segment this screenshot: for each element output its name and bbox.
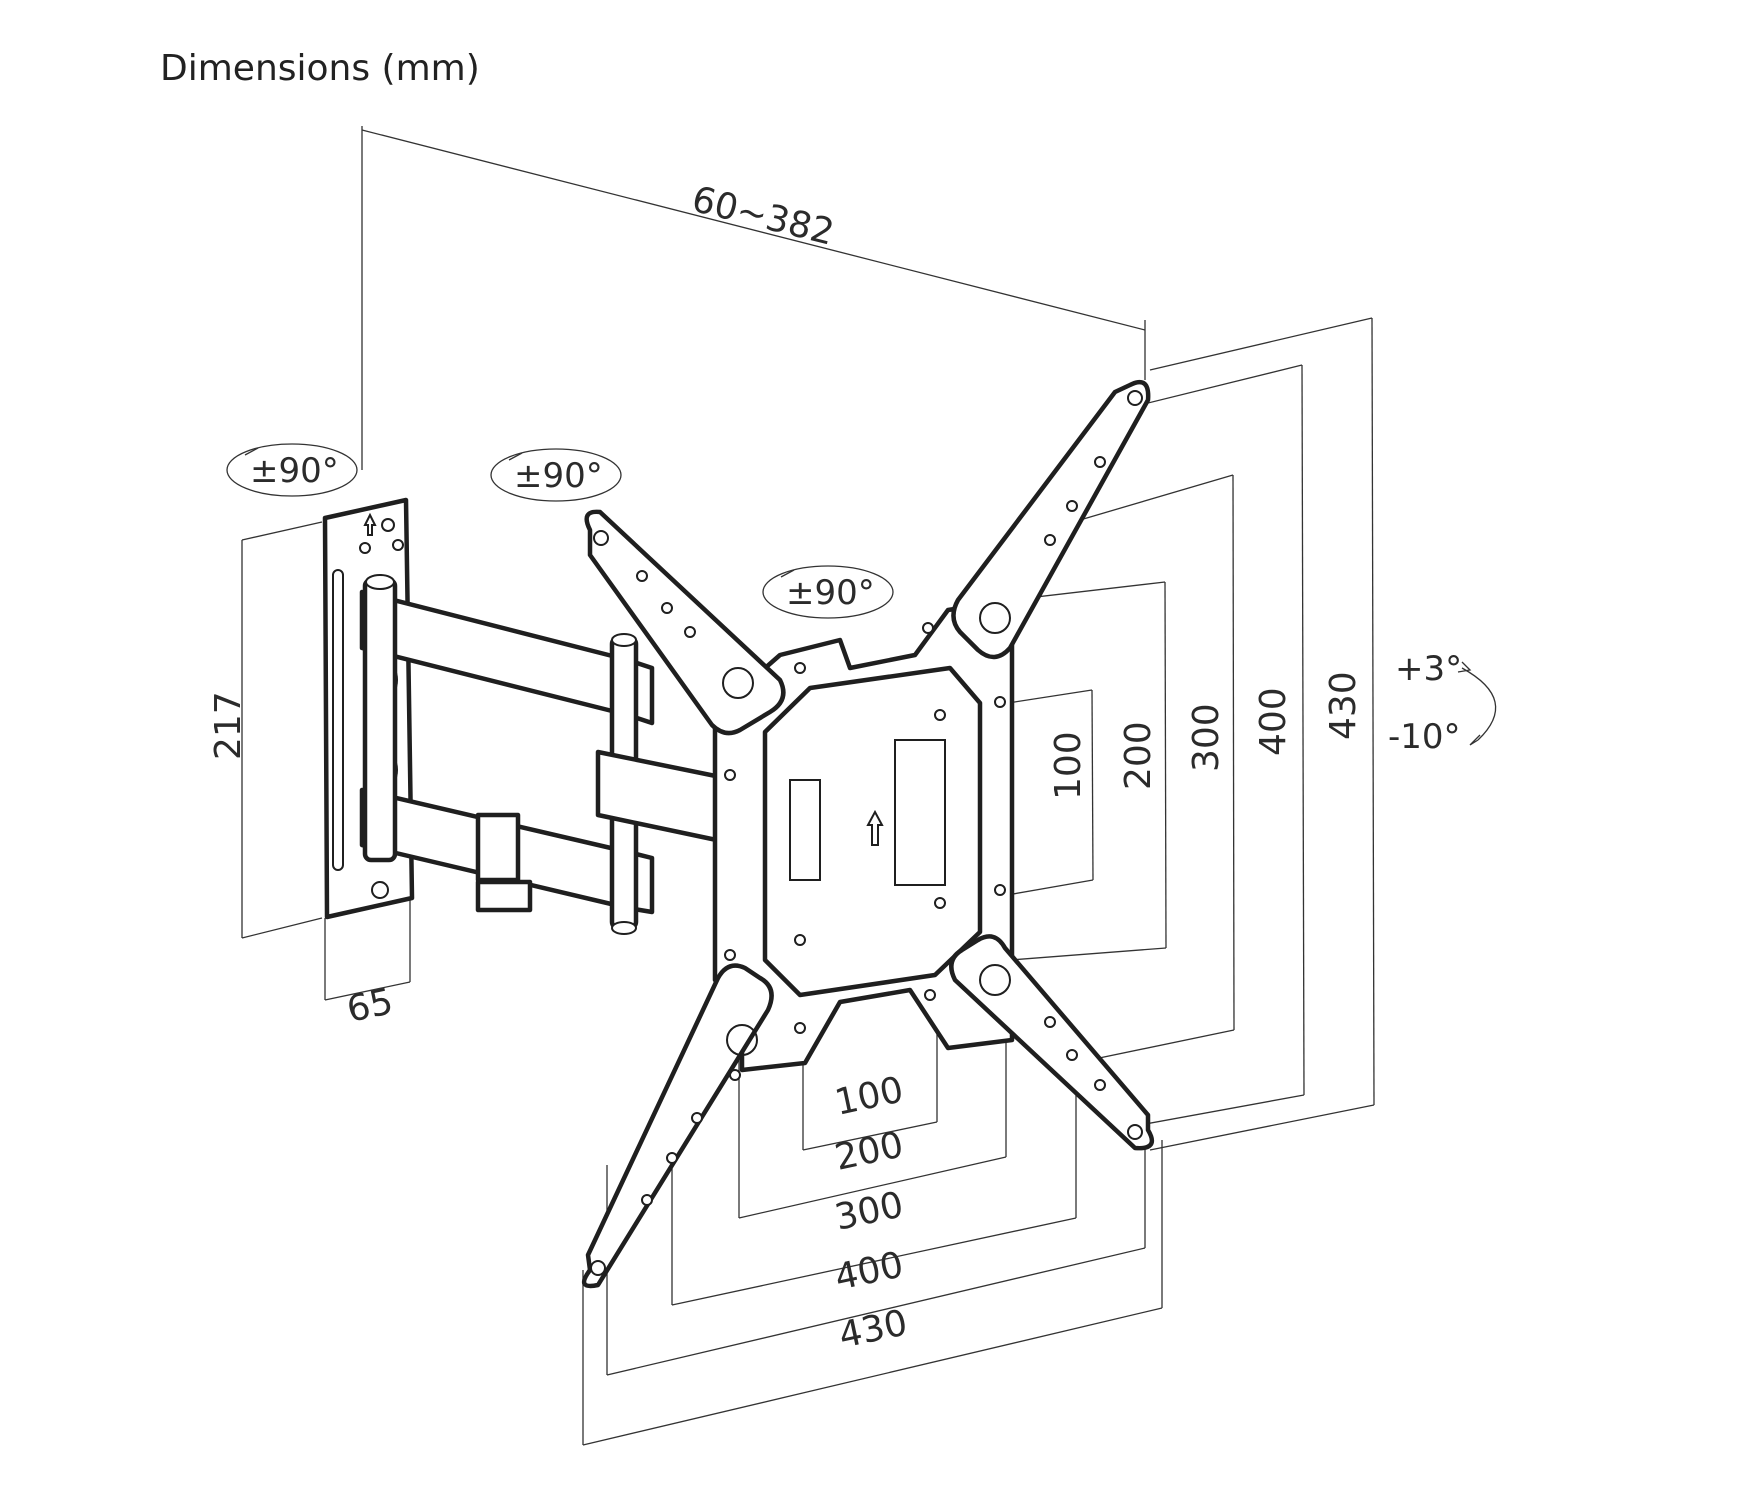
label-vesa-h-430: 430: [835, 1302, 911, 1356]
label-arm-extension: 60~382: [688, 179, 838, 254]
articulating-arms: [359, 574, 748, 935]
label-arm-swivel: ±90°: [514, 456, 603, 496]
page-title: Dimensions (mm): [160, 48, 480, 89]
label-wall-plate-depth: 65: [343, 981, 396, 1031]
label-tilt-down: -10°: [1388, 717, 1461, 757]
label-vesa-v-400: 400: [1253, 687, 1294, 756]
label-tilt-up: +3°: [1395, 649, 1462, 689]
label-vesa-v-300: 300: [1186, 703, 1227, 772]
mounting-straps: [581, 379, 1155, 1289]
label-rotation: ±90°: [786, 573, 875, 613]
rotation-badges: [226, 443, 1497, 746]
label-vesa-h-200: 200: [831, 1124, 907, 1178]
label-vesa-v-200: 200: [1118, 721, 1159, 790]
vesa-back-plate: [712, 597, 1015, 1081]
label-vesa-h-100: 100: [831, 1069, 907, 1123]
label-vesa-h-300: 300: [831, 1184, 907, 1238]
label-vesa-v-430: 430: [1323, 671, 1364, 740]
label-vesa-h-400: 400: [831, 1244, 907, 1298]
label-wall-swivel: ±90°: [250, 451, 339, 491]
dimension-lines: [241, 126, 1375, 1446]
label-vesa-v-100: 100: [1048, 731, 1089, 800]
label-wall-plate-height: 217: [208, 691, 249, 760]
